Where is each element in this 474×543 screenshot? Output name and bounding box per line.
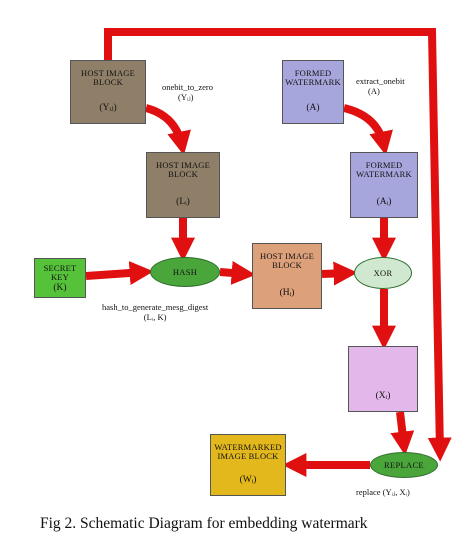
watermarked-image-block-sub: (Wᵢ) bbox=[239, 475, 257, 485]
xor-label: XOR bbox=[373, 268, 393, 278]
hash-function-text: hash_to_generate_mesg_digest bbox=[102, 302, 209, 312]
arrow-hi-to-xor bbox=[321, 261, 358, 286]
onebit-to-zero-sub: (Yᵢⱼ) bbox=[178, 92, 194, 102]
arrow-key-to-hash bbox=[85, 261, 154, 285]
host-image-block-hi-sub: (Hᵢ) bbox=[279, 288, 295, 298]
replace-label: REPLACE bbox=[384, 460, 424, 470]
arrow-wm-to-wmi bbox=[342, 104, 393, 156]
formed-watermark-ai-title: FORMED WATERMARK bbox=[356, 160, 412, 179]
figure-caption: Fig 2. Schematic Diagram for embedding w… bbox=[40, 515, 368, 532]
hash-node: HASH bbox=[150, 257, 220, 287]
arrow-xi-to-replace bbox=[390, 411, 415, 456]
host-image-block-li-sub: (Lᵢ) bbox=[176, 197, 190, 207]
watermarked-image-block: WATERMARKED IMAGE BLOCK (Wᵢ) bbox=[210, 434, 286, 496]
watermarked-image-block-title: WATERMARKED IMAGE BLOCK bbox=[214, 442, 282, 461]
replace-node: REPLACE bbox=[370, 452, 438, 478]
arrow-host-to-li bbox=[144, 104, 191, 156]
replace-function-text: replace (Yᵢⱼ, Xᵢ) bbox=[356, 487, 410, 497]
hash-function-sub: (Lᵢ, K) bbox=[143, 312, 167, 322]
onebit-to-zero-text: onebit_to_zero bbox=[162, 82, 213, 92]
secret-key-title: SECRET KEY bbox=[43, 263, 77, 282]
host-image-block-li-title: HOST IMAGE BLOCK bbox=[155, 160, 211, 179]
host-image-block-li: HOST IMAGE BLOCK (Lᵢ) bbox=[146, 152, 220, 218]
hash-function-label: hash_to_generate_mesg_digest (Lᵢ, K) bbox=[102, 302, 208, 322]
arrow-host-to-top-route bbox=[104, 28, 452, 462]
formed-watermark-block: FORMED WATERMARK (A) bbox=[282, 60, 344, 124]
replace-function-label: replace (Yᵢⱼ, Xᵢ) bbox=[356, 487, 410, 497]
xor-node: XOR bbox=[354, 257, 412, 289]
secret-key-sub: (K) bbox=[53, 283, 67, 293]
host-image-block: HOST IMAGE BLOCK (Yᵢⱼ) bbox=[70, 60, 146, 124]
extract-onebit-label: extract_onebit (A) bbox=[356, 76, 405, 96]
formed-watermark-sub: (A) bbox=[306, 103, 320, 113]
formed-watermark-block-ai: FORMED WATERMARK (Aᵢ) bbox=[350, 152, 418, 218]
formed-watermark-ai-sub: (Aᵢ) bbox=[376, 197, 392, 207]
secret-key-block: SECRET KEY (K) bbox=[34, 258, 86, 298]
host-image-block-hi-title: HOST IMAGE BLOCK bbox=[259, 251, 315, 270]
hash-label: HASH bbox=[172, 267, 198, 277]
host-image-block-hi: HOST IMAGE BLOCK (Hᵢ) bbox=[252, 243, 322, 309]
onebit-to-zero-label: onebit_to_zero (Yᵢⱼ) bbox=[162, 82, 213, 102]
xi-block: (Xᵢ) bbox=[348, 346, 418, 412]
arrow-hash-to-hi bbox=[219, 260, 256, 285]
extract-onebit-sub: (A) bbox=[368, 86, 380, 96]
xi-block-sub: (Xᵢ) bbox=[375, 391, 391, 401]
host-image-block-title: HOST IMAGE BLOCK bbox=[80, 68, 136, 87]
extract-onebit-text: extract_onebit bbox=[356, 76, 405, 86]
host-image-block-sub: (Yᵢⱼ) bbox=[99, 103, 117, 113]
formed-watermark-title: FORMED WATERMARK bbox=[285, 68, 341, 87]
